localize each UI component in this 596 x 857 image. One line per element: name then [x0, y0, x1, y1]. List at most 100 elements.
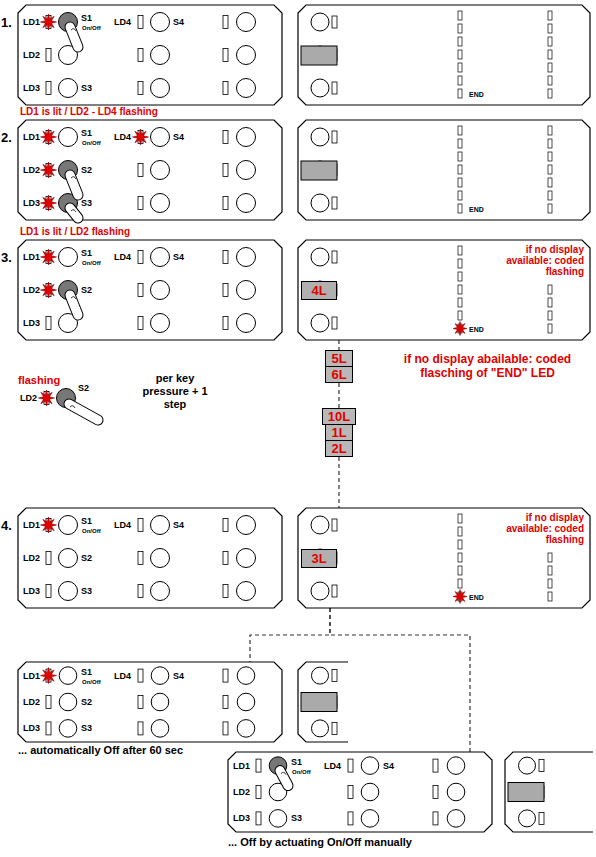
panel-drawing	[18, 508, 282, 608]
indicator-led	[548, 178, 552, 187]
key-label: S4	[173, 671, 184, 681]
dashed-connector	[330, 608, 470, 752]
key-label: S1	[81, 128, 92, 138]
pressing-finger	[280, 771, 288, 786]
push-button	[151, 281, 170, 300]
push-button	[151, 194, 170, 213]
indicator-led	[458, 165, 462, 174]
led	[46, 49, 51, 62]
end-note: ... Off by actuating On/Off manually	[228, 836, 412, 848]
led	[138, 16, 143, 29]
led	[138, 49, 143, 62]
led	[223, 519, 228, 532]
led	[256, 812, 261, 825]
led	[46, 585, 51, 598]
key-label: LD3	[23, 83, 40, 93]
indicator-led	[548, 165, 552, 174]
indicator-led	[548, 139, 552, 148]
key-label: S3	[81, 83, 92, 93]
push-button	[269, 810, 287, 828]
push-button	[59, 720, 77, 738]
step-heading: LD1 is lit / LD2 - LD4 flashing	[20, 106, 158, 117]
led	[138, 722, 143, 735]
led	[223, 722, 228, 735]
led	[332, 251, 337, 263]
push-button	[311, 314, 329, 332]
indicator-led	[548, 579, 552, 588]
led	[138, 251, 143, 264]
indicator-led	[458, 285, 462, 294]
key-label: LD3	[23, 318, 40, 328]
panel-drawing	[18, 5, 282, 105]
indicator-led	[548, 37, 552, 46]
led	[332, 16, 337, 28]
indicator-led	[548, 191, 552, 200]
indicator-led	[458, 152, 462, 161]
display-outline	[505, 752, 593, 832]
display-screen: 4L	[301, 281, 337, 300]
key-label: LD4	[114, 671, 131, 681]
push-button	[311, 194, 329, 212]
step-code: 4L	[306, 283, 332, 298]
indicator-led	[458, 24, 462, 33]
push-button	[59, 582, 78, 601]
led	[223, 164, 228, 177]
push-button	[151, 161, 170, 180]
led	[46, 696, 51, 709]
indicator-led	[548, 126, 552, 135]
indicator-led	[458, 11, 462, 20]
key-label: S2	[81, 697, 92, 707]
lit-led	[41, 282, 57, 298]
key-label: S4	[173, 252, 184, 262]
display-panel: END	[298, 5, 590, 105]
push-button	[151, 79, 170, 98]
indicator-led	[548, 592, 552, 601]
display-note: if no display abailable: coded flasching…	[400, 352, 575, 381]
panel-drawing	[18, 120, 282, 220]
key-label: S2	[81, 553, 92, 563]
display-drawing	[298, 5, 590, 105]
key-label: LD2	[23, 50, 40, 60]
lit-led	[41, 14, 57, 30]
key-label: LD3	[23, 586, 40, 596]
key-label: S3	[81, 723, 92, 733]
push-button	[59, 248, 78, 267]
led	[223, 16, 228, 29]
indicator-led	[458, 126, 462, 135]
push-button	[312, 667, 329, 684]
indicator-led	[458, 246, 462, 255]
push-button	[447, 810, 465, 828]
led	[46, 82, 51, 95]
led	[332, 317, 337, 329]
key-label: S1	[81, 13, 92, 23]
end-note: ... automatically Off after 60 sec	[18, 744, 183, 756]
led	[223, 82, 228, 95]
control-panel-outline	[18, 240, 282, 340]
led	[138, 669, 143, 682]
led	[223, 49, 228, 62]
push-button	[151, 582, 170, 601]
push-button	[237, 128, 256, 147]
push-button	[237, 194, 256, 213]
key-label: LD3	[23, 723, 40, 733]
indicator-led	[458, 298, 462, 307]
pressing-finger	[70, 175, 78, 195]
led	[256, 786, 261, 799]
indicator-led	[548, 298, 552, 307]
led	[348, 786, 353, 799]
key-label: S1	[81, 667, 92, 677]
display-screen	[508, 783, 544, 802]
step-box: 5L	[325, 350, 352, 367]
display-outline	[298, 662, 348, 742]
step-box: 2L	[325, 440, 352, 457]
led	[138, 696, 143, 709]
control-panel: 2.LD1 is lit / LD2 - LD4 flashingLD1S1On…	[18, 120, 282, 220]
display-screen	[301, 46, 337, 65]
push-button	[237, 248, 256, 267]
end-label: END	[469, 594, 484, 601]
key-label: LD1	[23, 671, 40, 681]
dashed-connector	[338, 340, 339, 350]
pressing-finger	[70, 295, 78, 315]
push-button	[151, 549, 170, 568]
control-panel: LD1S1On/OffLD4S4LD2S2LD3S3	[18, 662, 282, 742]
